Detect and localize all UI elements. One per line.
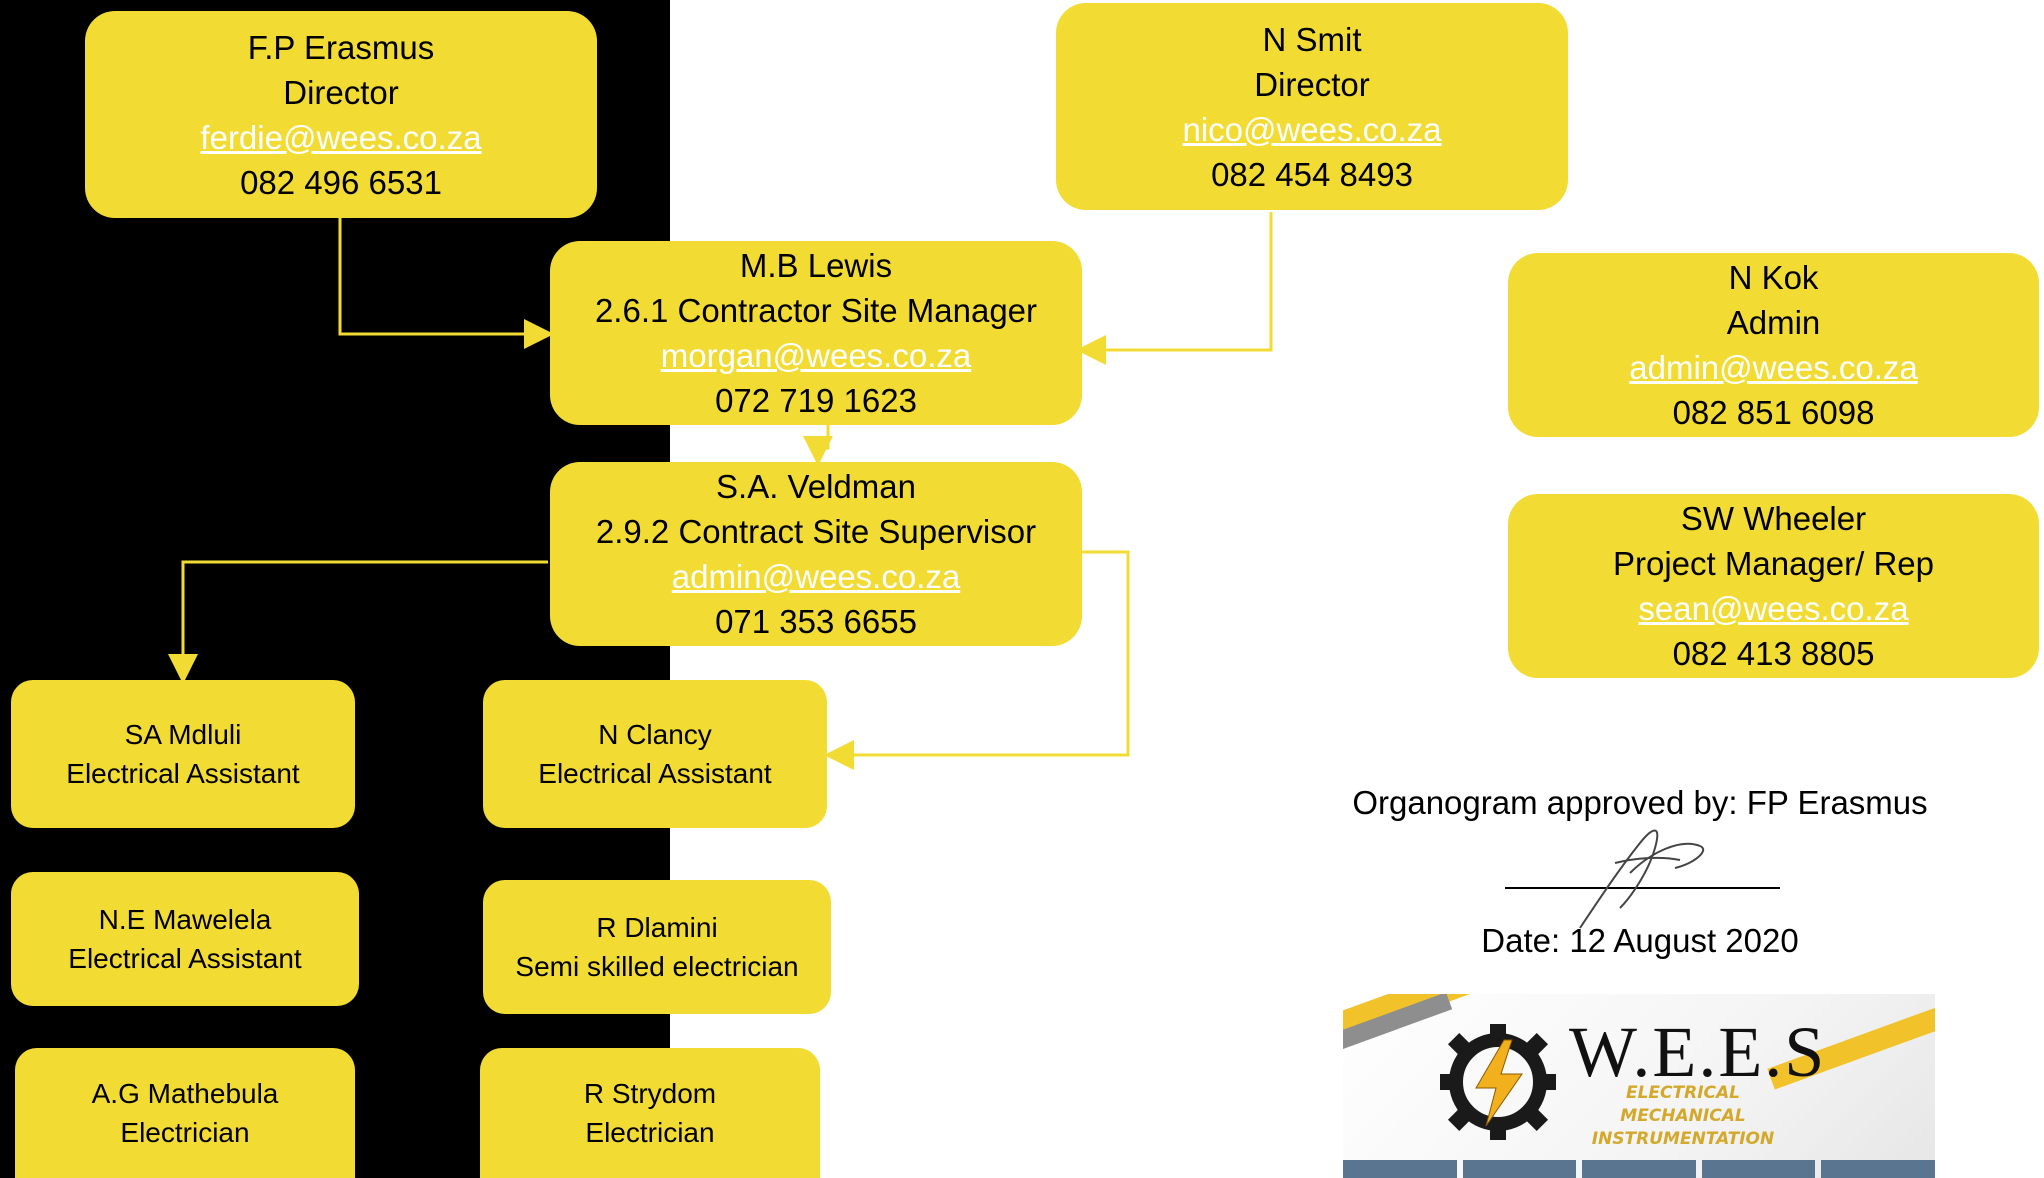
connector-lewis-veldman — [803, 425, 833, 466]
connector-smit-lewis — [1076, 212, 1273, 365]
card-n-clancy: N Clancy Electrical Assistant — [483, 680, 827, 828]
card-role: Electrical Assistant — [66, 758, 300, 789]
card-ne-mawelela: N.E Mawelela Electrical Assistant — [11, 872, 359, 1006]
logo-line: INSTRUMENTATION — [1591, 1129, 1775, 1149]
logo-photo-strip — [1343, 1160, 1935, 1178]
card-name: N Smit — [1262, 20, 1362, 58]
card-role: Electrical Assistant — [68, 943, 302, 974]
card-role: 2.6.1 Contractor Site Manager — [594, 292, 1038, 329]
logo-photo — [1821, 1160, 1935, 1178]
card-name: SW Wheeler — [1680, 500, 1867, 537]
card-name: R Dlamini — [596, 912, 718, 943]
card-phone: 071 353 6655 — [715, 603, 917, 640]
card-name: R Strydom — [583, 1078, 717, 1109]
card-sa-veldman: S.A. Veldman 2.9.2 Contract Site Supervi… — [550, 462, 1082, 646]
card-phone: 082 413 8805 — [1672, 635, 1875, 672]
logo-subtitle: ELECTRICAL MECHANICAL INSTRUMENTATION — [1583, 1082, 1783, 1151]
card-role: Semi skilled electrician — [515, 951, 799, 982]
card-name: N Clancy — [598, 719, 712, 750]
card-role: Electrician — [585, 1117, 715, 1148]
card-role: Project Manager/ Rep — [1613, 545, 1934, 582]
card-role: Director — [283, 73, 399, 111]
logo-line: MECHANICAL — [1620, 1106, 1746, 1126]
card-name: N Kok — [1728, 259, 1819, 296]
card-sa-mdluli: SA Mdluli Electrical Assistant — [11, 680, 355, 828]
card-role: Admin — [1726, 304, 1821, 341]
card-role: 2.9.2 Contract Site Supervisor — [595, 513, 1037, 550]
card-name: N.E Mawelela — [98, 904, 272, 935]
gear-lightning-icon — [1440, 1024, 1556, 1140]
connector-veldman-mdluli — [168, 560, 548, 684]
card-phone: 082 454 8493 — [1211, 155, 1413, 193]
wees-logo: W.E.E.S ELECTRICAL MECHANICAL INSTRUMENT… — [1343, 994, 1935, 1178]
card-r-strydom: R Strydom Electrician — [480, 1048, 820, 1178]
approval-text: Organogram approved by: FP Erasmus — [1352, 784, 1928, 821]
card-sw-wheeler: SW Wheeler Project Manager/ Rep sean@wee… — [1508, 494, 2039, 678]
logo-title: W.E.E.S — [1569, 1012, 1827, 1092]
card-name: M.B Lewis — [739, 247, 893, 284]
card-name: SA Mdluli — [124, 719, 242, 750]
card-n-smit: N Smit Director nico@wees.co.za 082 454 … — [1056, 3, 1568, 210]
card-name: A.G Mathebula — [91, 1078, 279, 1109]
logo-line: ELECTRICAL — [1625, 1083, 1740, 1103]
card-r-dlamini: R Dlamini Semi skilled electrician — [483, 880, 831, 1014]
email-link[interactable]: admin@wees.co.za — [1629, 349, 1918, 386]
card-phone: 082 496 6531 — [240, 163, 442, 201]
email-link[interactable]: sean@wees.co.za — [1638, 590, 1909, 627]
connector-erasmus-lewis — [338, 218, 554, 349]
email-link[interactable]: admin@wees.co.za — [671, 558, 961, 595]
logo-photo — [1582, 1160, 1696, 1178]
connector-veldman-clancy — [824, 550, 1130, 770]
card-phone: 072 719 1623 — [715, 382, 917, 419]
logo-photo — [1343, 1160, 1457, 1178]
card-n-kok: N Kok Admin admin@wees.co.za 082 851 609… — [1508, 253, 2039, 437]
signature-mark — [1579, 829, 1705, 929]
signature-line — [1505, 887, 1780, 889]
card-fp-erasmus: F.P Erasmus Director ferdie@wees.co.za 0… — [85, 11, 597, 218]
email-link[interactable]: nico@wees.co.za — [1182, 110, 1442, 148]
card-name: S.A. Veldman — [716, 468, 916, 505]
logo-photo — [1701, 1160, 1816, 1178]
card-name: F.P Erasmus — [247, 28, 435, 66]
card-role: Electrician — [120, 1117, 250, 1148]
card-role: Electrical Assistant — [538, 758, 772, 789]
card-mb-lewis: M.B Lewis 2.6.1 Contractor Site Manager … — [550, 241, 1082, 425]
card-phone: 082 851 6098 — [1672, 394, 1875, 431]
card-role: Director — [1254, 65, 1370, 103]
email-link[interactable]: ferdie@wees.co.za — [200, 118, 482, 156]
logo-photo — [1462, 1160, 1577, 1178]
card-ag-mathebula: A.G Mathebula Electrician — [15, 1048, 355, 1178]
email-link[interactable]: morgan@wees.co.za — [660, 337, 972, 374]
approval-date: Date: 12 August 2020 — [1481, 922, 1799, 959]
